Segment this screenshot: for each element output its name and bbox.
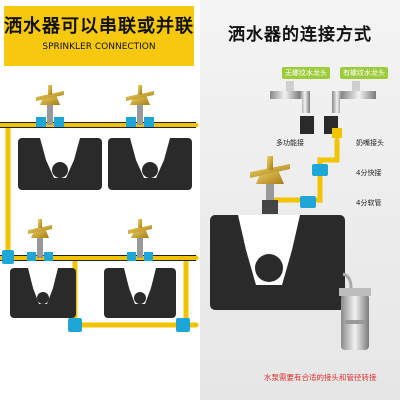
pump-note: 水泵需要有合适的接头和管径转接 (264, 373, 377, 382)
tee-connectors (2, 250, 190, 332)
quick-connector (300, 196, 316, 208)
nipple-tip (332, 128, 342, 138)
base-bottom-right (104, 268, 176, 318)
sprinkler-head (126, 85, 154, 127)
sprinkler-bases (10, 138, 192, 318)
threaded-faucet (332, 81, 376, 113)
base-top-right (108, 138, 192, 190)
multi-function-connector (300, 116, 314, 134)
quick-connector (312, 164, 328, 176)
label-multi-function-connector: 多功能接 (276, 139, 304, 147)
series-parallel-banner: 洒水器可以串联或并联 SPRINKLER CONNECTION (4, 6, 194, 66)
base-bottom-left (10, 268, 76, 318)
banner-subtitle: SPRINKLER CONNECTION (42, 42, 156, 52)
elbow-connector (2, 250, 14, 264)
connection-methods-title: 洒水器的连接方式 (228, 25, 372, 45)
label-quick-connector: 4分快接 (356, 169, 382, 177)
sprinkler-head-right (250, 156, 290, 214)
base-top-left (18, 138, 102, 190)
base-right-panel (210, 215, 345, 310)
no-thread-faucet (270, 81, 310, 113)
water-pump (339, 272, 371, 350)
label-nipple-connector: 奶嘴接头 (356, 139, 384, 147)
tee-connector (176, 318, 190, 332)
sprinkler-head (127, 219, 153, 261)
sprinkler-head (36, 85, 64, 127)
label-threaded-faucet: 有螺纹水龙头 (340, 67, 388, 79)
banner-title: 洒水器可以串联或并联 (4, 16, 194, 37)
label-no-thread-faucet: 无螺纹水龙头 (282, 67, 330, 79)
sprinkler-heads-left (27, 85, 154, 261)
label-soft-hose: 4分软管 (356, 199, 382, 207)
left-panel (0, 0, 200, 400)
tee-connector (68, 318, 82, 332)
sprinkler-head (27, 219, 53, 261)
